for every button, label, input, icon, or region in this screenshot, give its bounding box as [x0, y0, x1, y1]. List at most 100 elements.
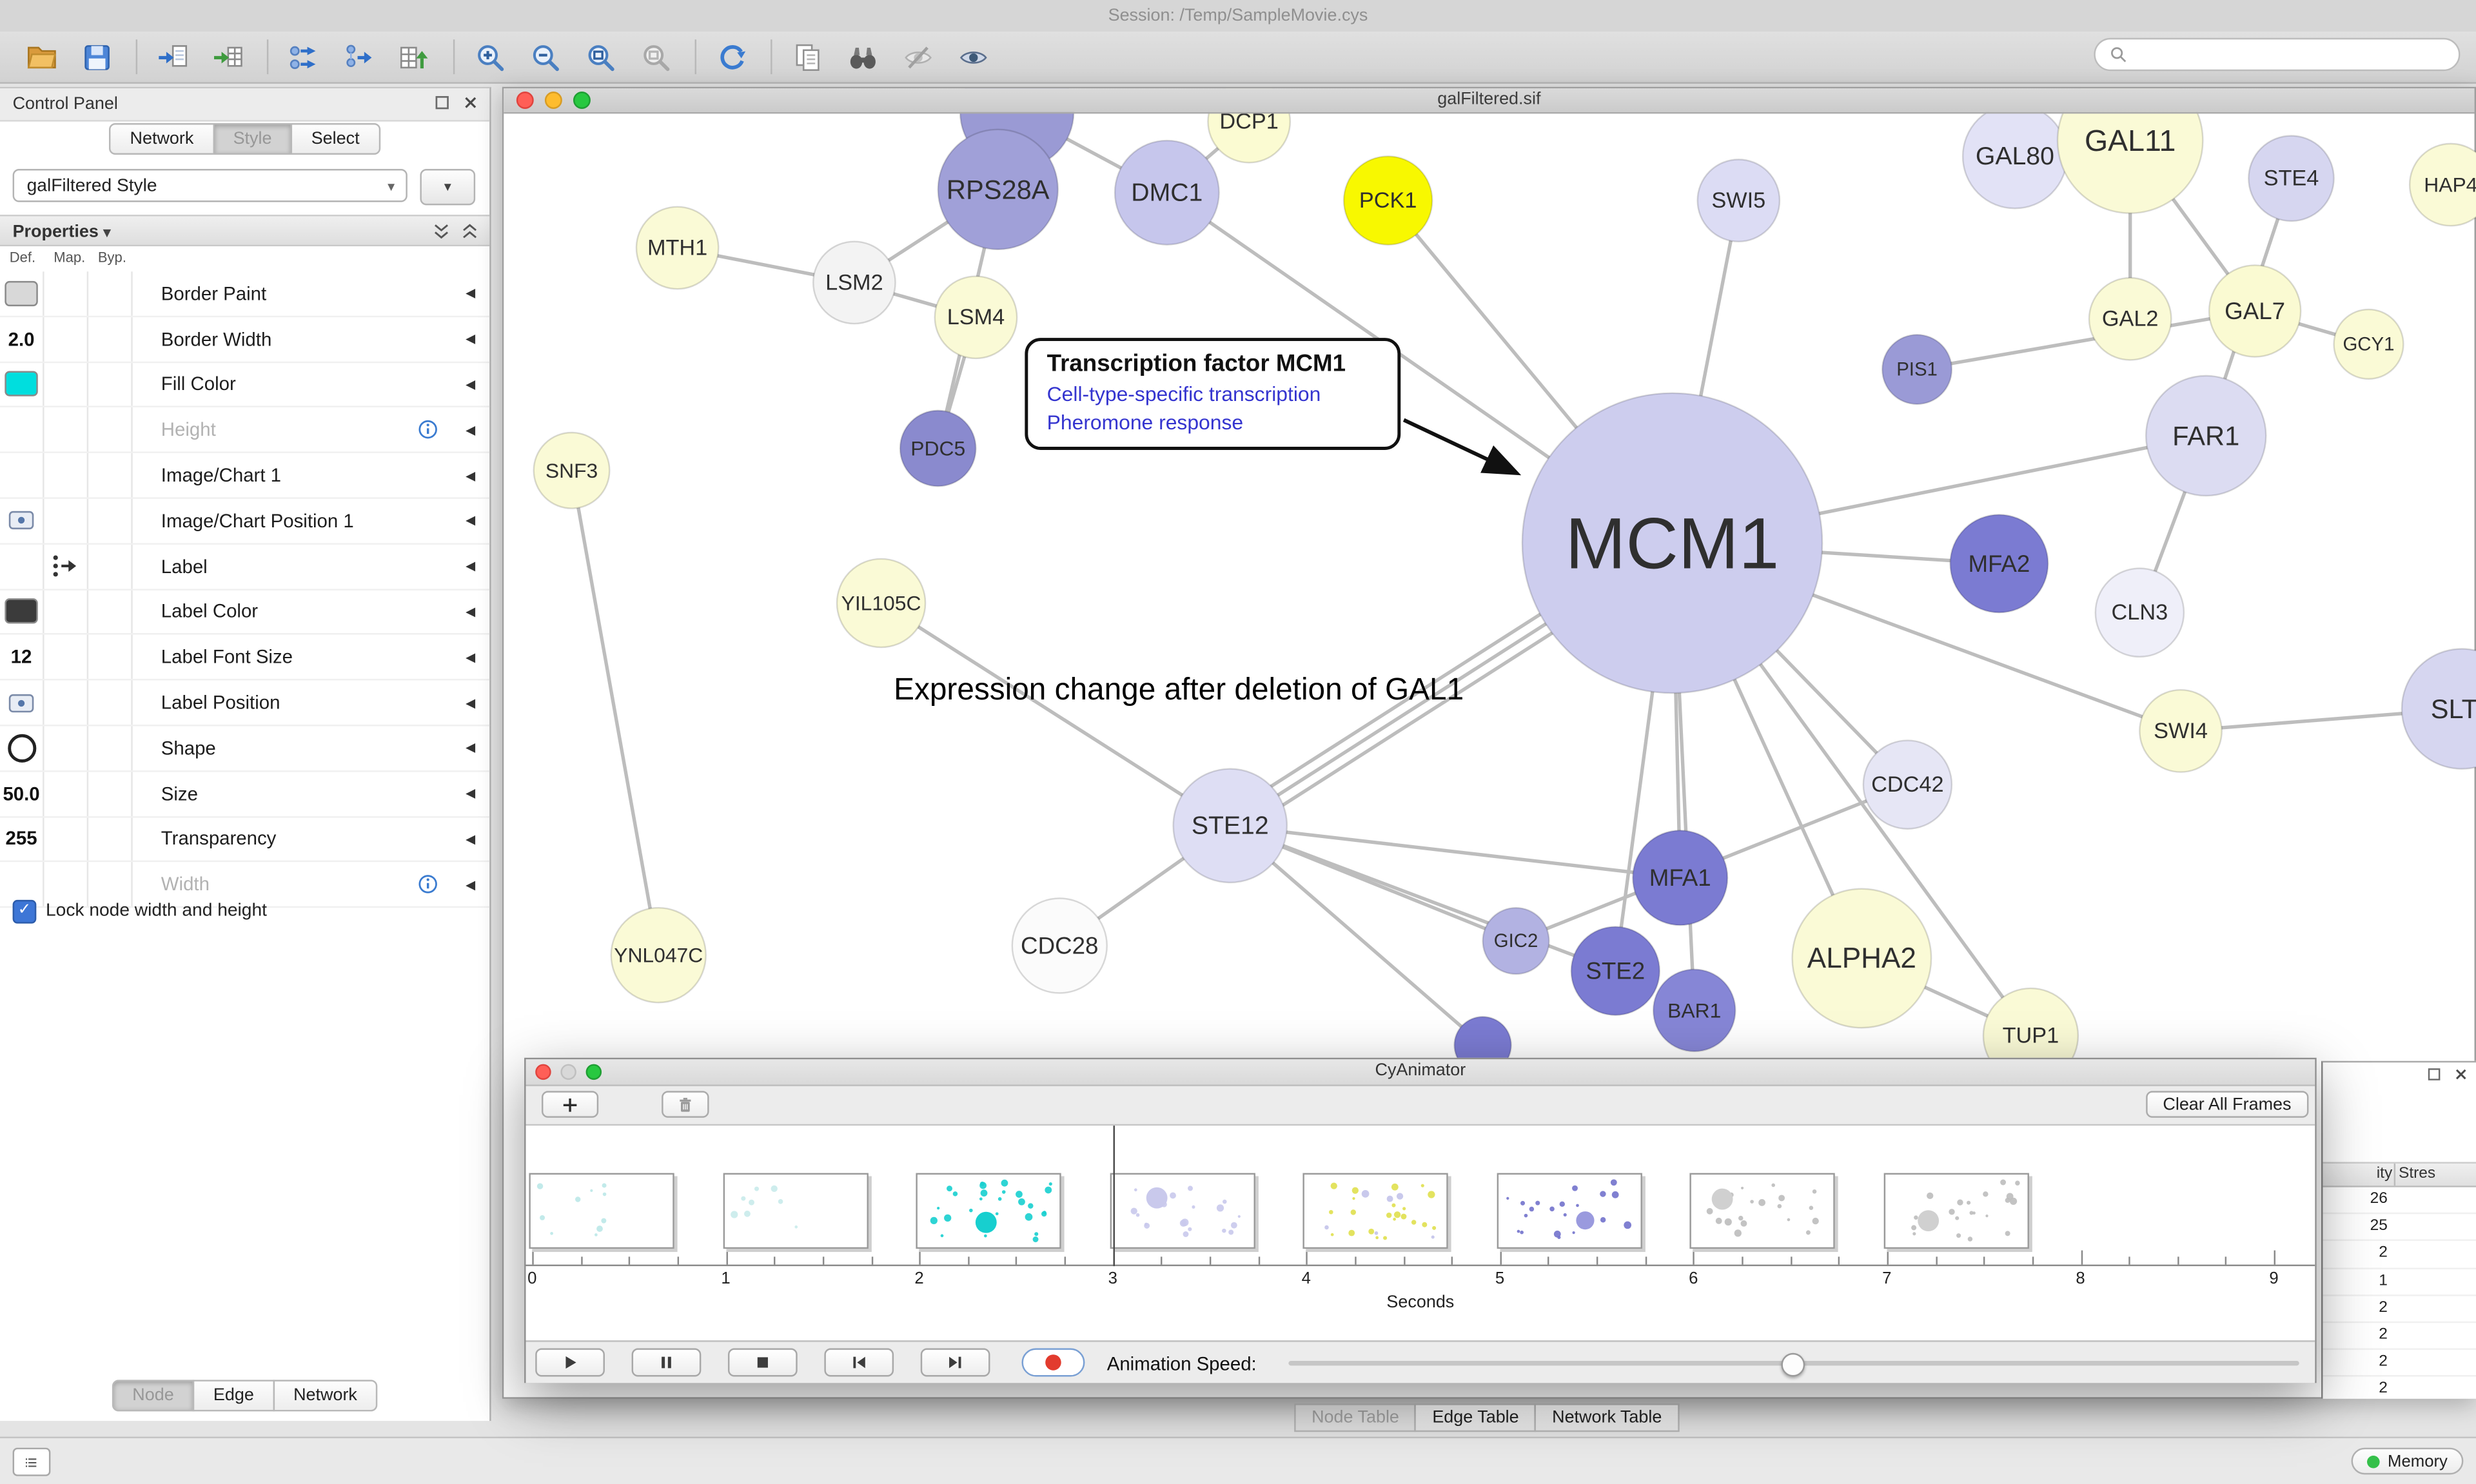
network-window-titlebar[interactable]: galFiltered.sif	[504, 88, 2475, 114]
default-value[interactable]: 2.0	[8, 327, 35, 350]
expand-chevron-icon[interactable]: ◀	[466, 559, 476, 574]
expand-chevron-icon[interactable]: ◀	[466, 695, 476, 710]
float-panel-icon[interactable]	[2426, 1066, 2443, 1083]
tab-network-table[interactable]: Network Table	[1535, 1403, 1680, 1432]
property-row-label[interactable]: Label◀	[0, 544, 490, 590]
hide-graphics-details-button[interactable]	[898, 36, 941, 77]
frame-thumbnail-1[interactable]	[529, 1173, 674, 1249]
style-options-button[interactable]: ▾	[420, 169, 476, 206]
default-value[interactable]: 12	[10, 646, 32, 669]
import-network-file-button[interactable]	[153, 36, 196, 77]
expand-chevron-icon[interactable]: ◀	[466, 513, 476, 528]
collapse-all-icon[interactable]	[431, 221, 452, 242]
expand-chevron-icon[interactable]: ◀	[466, 331, 476, 346]
add-frame-button[interactable]	[542, 1091, 599, 1118]
property-row-label-color[interactable]: Label Color◀	[0, 589, 490, 636]
export-table-button[interactable]	[395, 36, 437, 77]
frame-thumbnail-5[interactable]	[1302, 1173, 1449, 1249]
tab-edge-style[interactable]: Edge	[193, 1380, 275, 1412]
zoom-window-button[interactable]	[573, 92, 591, 109]
close-window-button[interactable]	[535, 1064, 551, 1080]
table-row[interactable]: 26	[2323, 1187, 2476, 1215]
frame-thumbnail-3[interactable]	[916, 1173, 1061, 1249]
info-icon[interactable]	[417, 874, 439, 895]
tab-network[interactable]: Network	[109, 123, 215, 155]
default-color-swatch[interactable]	[5, 599, 38, 625]
property-row-width[interactable]: Width◀	[0, 863, 490, 908]
show-graphics-details-button[interactable]	[954, 36, 996, 77]
default-color-swatch[interactable]	[5, 280, 38, 306]
table-row[interactable]: 2	[2323, 1242, 2476, 1269]
annotation-link[interactable]: Pheromone response	[1046, 410, 1244, 434]
slider-thumb[interactable]	[1781, 1352, 1805, 1377]
skip-to-start-button[interactable]	[824, 1348, 894, 1377]
property-row-fill-color[interactable]: Fill Color◀	[0, 362, 490, 408]
minimize-window-button[interactable]	[560, 1064, 576, 1080]
property-row-label-position[interactable]: Label Position◀	[0, 680, 490, 727]
expand-chevron-icon[interactable]: ◀	[466, 741, 476, 756]
frame-thumbnail-2[interactable]	[722, 1173, 868, 1249]
property-row-shape[interactable]: Shape◀	[0, 726, 490, 772]
expand-chevron-icon[interactable]: ◀	[466, 286, 476, 301]
expand-chevron-icon[interactable]: ◀	[466, 877, 476, 892]
zoom-fit-button[interactable]	[581, 36, 624, 77]
skip-to-end-button[interactable]	[920, 1348, 990, 1377]
zoom-in-button[interactable]	[471, 36, 513, 77]
lock-size-row[interactable]: ✓ Lock node width and height	[0, 893, 489, 928]
default-value[interactable]: 255	[5, 828, 37, 850]
show-panels-button[interactable]	[12, 1447, 51, 1476]
tab-edge-table[interactable]: Edge Table	[1415, 1403, 1537, 1432]
search-input[interactable]	[2136, 43, 2446, 66]
style-selector[interactable]: galFiltered Style ▾	[12, 169, 408, 202]
clear-all-frames-button[interactable]: Clear All Frames	[2145, 1091, 2309, 1118]
lock-checkbox[interactable]: ✓	[12, 899, 37, 923]
zoom-selected-button[interactable]	[636, 36, 679, 77]
expand-chevron-icon[interactable]: ◀	[466, 604, 476, 619]
tab-style[interactable]: Style	[212, 123, 293, 155]
global-search[interactable]	[2094, 37, 2461, 72]
annotation-link[interactable]: Cell-type-specific transcription	[1046, 382, 1321, 406]
cyanimator-titlebar[interactable]: CyAnimator	[526, 1059, 2315, 1086]
annotation-box[interactable]: Transcription factor MCM1 Cell-type-spec…	[1025, 338, 1401, 450]
property-row-image-chart-position-1[interactable]: Image/Chart Position 1◀	[0, 498, 490, 545]
open-session-button[interactable]	[22, 36, 64, 77]
delete-frame-button[interactable]	[662, 1091, 709, 1118]
table-row[interactable]: 2	[2323, 1350, 2476, 1378]
close-panel-icon[interactable]	[2452, 1066, 2470, 1083]
frame-thumbnail-4[interactable]	[1109, 1173, 1255, 1249]
expand-chevron-icon[interactable]: ◀	[466, 832, 476, 846]
animation-speed-slider[interactable]	[1288, 1352, 2299, 1377]
info-icon[interactable]	[417, 419, 439, 441]
copy-view-button[interactable]	[788, 36, 830, 77]
zoom-out-button[interactable]	[526, 36, 569, 77]
pause-button[interactable]	[631, 1348, 702, 1377]
frame-thumbnail-8[interactable]	[1883, 1173, 2029, 1249]
zoom-window-button[interactable]	[585, 1064, 602, 1080]
expand-chevron-icon[interactable]: ◀	[466, 377, 476, 392]
import-table-file-button[interactable]	[208, 36, 251, 77]
close-panel-icon[interactable]	[461, 93, 480, 112]
expand-chevron-icon[interactable]: ◀	[466, 650, 476, 665]
expand-all-icon[interactable]	[460, 221, 480, 242]
tab-select[interactable]: Select	[290, 123, 380, 155]
search-objects-button[interactable]	[843, 36, 886, 77]
close-window-button[interactable]	[516, 92, 534, 109]
export-network-button[interactable]	[340, 36, 382, 77]
record-button[interactable]	[1021, 1348, 1085, 1377]
play-button[interactable]	[535, 1348, 605, 1377]
tab-node-style[interactable]: Node	[112, 1380, 195, 1412]
tab-network-style[interactable]: Network	[273, 1380, 378, 1412]
expand-chevron-icon[interactable]: ◀	[466, 786, 476, 801]
property-row-border-paint[interactable]: Border Paint◀	[0, 271, 490, 317]
playhead[interactable]	[1112, 1126, 1115, 1267]
frame-thumbnail-7[interactable]	[1690, 1173, 1836, 1249]
float-panel-icon[interactable]	[433, 93, 451, 112]
network-merge-button[interactable]	[284, 36, 327, 77]
property-row-height[interactable]: Height◀	[0, 407, 490, 454]
refresh-network-button[interactable]	[712, 36, 754, 77]
